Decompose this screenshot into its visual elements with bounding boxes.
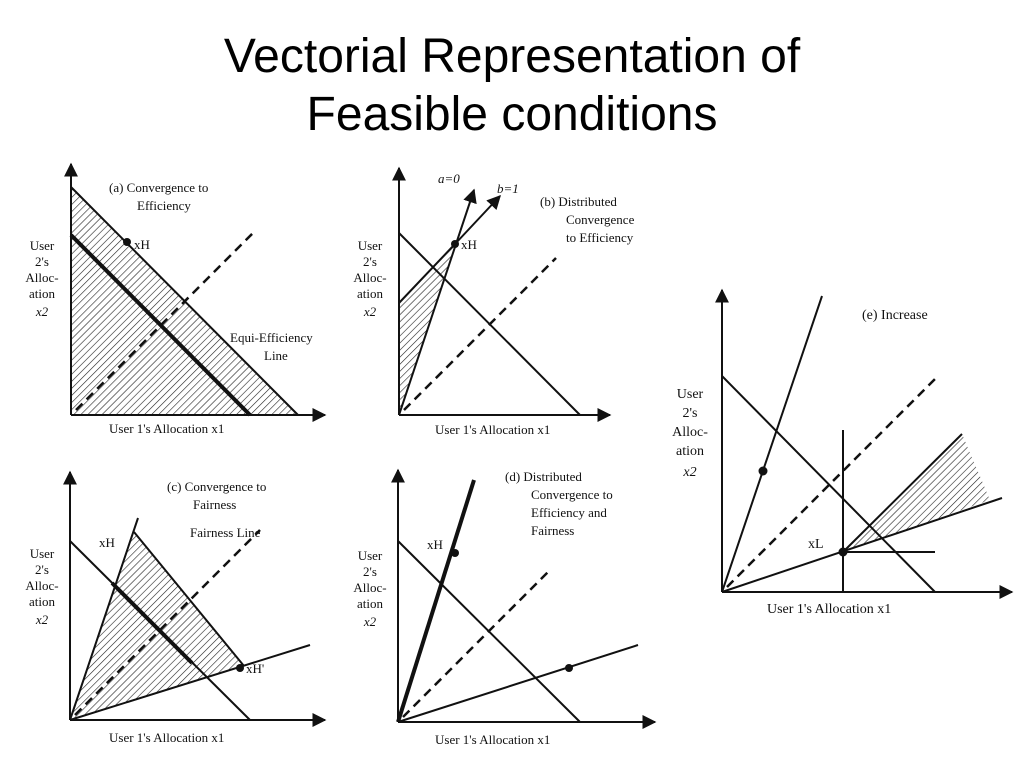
svg-text:x2: x2	[35, 612, 49, 627]
panel-c-fairness-label: Fairness Line	[190, 525, 261, 540]
panel-c-y-label: User 2's Alloc- ation x2	[25, 546, 58, 627]
panel-b-x-label: User 1's Allocation x1	[435, 422, 550, 437]
panel-d-x-label: User 1's Allocation x1	[435, 732, 550, 747]
panel-b: xH a=0 b=1 (b) Distributed Convergence t…	[353, 166, 635, 437]
panel-e-point-xL	[838, 547, 848, 557]
svg-text:Alloc-: Alloc-	[672, 425, 708, 440]
svg-text:x2: x2	[363, 304, 377, 319]
svg-text:ation: ation	[357, 286, 383, 301]
panel-d-point-xH	[451, 549, 459, 557]
panel-b-point-xH	[451, 240, 459, 248]
panel-d-point-2	[565, 664, 573, 672]
panel-a-caption-2: Efficiency	[137, 198, 191, 213]
panel-b-fairness-line	[403, 257, 557, 411]
panel-a: xH (a) Convergence to Efficiency Equi-Ef…	[25, 162, 327, 436]
panel-c-ray-lower	[69, 644, 311, 721]
panel-c-x-label: User 1's Allocation x1	[109, 730, 224, 745]
panel-a-point-label: xH	[134, 237, 150, 252]
slide-title: Vectorial Representation of Feasible con…	[0, 28, 1024, 144]
panel-e-y-label: User 2's Alloc- ation x2	[672, 387, 708, 480]
panel-c-point-1-label: xH	[99, 535, 115, 550]
panel-a-point-xH	[123, 238, 131, 246]
panel-c-point-2-label: xH'	[246, 661, 264, 676]
panel-a-fairness-line	[75, 229, 257, 411]
svg-text:User: User	[358, 238, 383, 253]
panel-a-y-label: User 2's Alloc- ation x2	[25, 238, 58, 319]
svg-text:Alloc-: Alloc-	[25, 578, 58, 593]
svg-text:Alloc-: Alloc-	[25, 270, 58, 285]
svg-text:ation: ation	[676, 444, 704, 459]
panel-d-ray-lower	[397, 644, 639, 723]
svg-text:User: User	[30, 546, 55, 561]
panel-c-caption-2: Fairness	[193, 497, 236, 512]
panel-b-ray-b-label: b=1	[497, 181, 519, 196]
panel-d-caption-4: Fairness	[531, 523, 574, 538]
panel-e-region-edge	[842, 433, 963, 553]
panel-e-feasible-region	[843, 434, 990, 552]
svg-text:x2: x2	[35, 304, 49, 319]
panel-c-region-edge	[133, 531, 245, 667]
svg-text:User: User	[358, 548, 383, 563]
panel-c-fairness-line	[74, 529, 261, 716]
panel-a-x-label: User 1's Allocation x1	[109, 421, 224, 436]
panel-d-y-label: User 2's Alloc- ation x2	[353, 548, 386, 629]
panel-e-point-label: xL	[808, 537, 824, 552]
title-line-2: Feasible conditions	[306, 88, 718, 141]
panel-d-caption-1: (d) Distributed	[505, 469, 582, 484]
panel-a-efficiency-line	[69, 233, 252, 417]
title-line-1: Vectorial Representation of	[223, 30, 801, 83]
svg-text:2's: 2's	[35, 562, 49, 577]
svg-text:2's: 2's	[363, 564, 377, 579]
svg-text:x2: x2	[363, 614, 377, 629]
panel-e-fairness-line	[726, 376, 938, 588]
panel-e-x-label: User 1's Allocation x1	[767, 602, 891, 617]
panel-d-ray-upper	[396, 479, 476, 723]
panel-e-point-upper	[758, 466, 768, 476]
panel-a-caption-1: (a) Convergence to	[109, 180, 208, 195]
panel-e-ray-upper	[721, 295, 823, 593]
panel-b-y-label: User 2's Alloc- ation x2	[353, 238, 386, 319]
panel-d-fairness-line	[402, 571, 549, 718]
panel-e: xL (e) Increase User 2's Alloc- ation x2…	[672, 288, 1014, 617]
panel-b-ray-a-label: a=0	[438, 171, 460, 186]
panel-e-ray-lower	[721, 497, 1003, 593]
panel-e-caption: (e) Increase	[862, 308, 928, 323]
panel-a-line-label-1: Equi-Efficiency	[230, 330, 313, 345]
panel-c-efficiency-segment	[110, 581, 194, 665]
panel-d-caption-3: Efficiency and	[531, 505, 607, 520]
svg-text:x2: x2	[682, 465, 696, 480]
panel-a-line-label-2: Line	[264, 348, 288, 363]
panel-b-caption-3: to Efficiency	[566, 230, 634, 245]
svg-text:Alloc-: Alloc-	[353, 270, 386, 285]
panel-d: xH (d) Distributed Convergence to Effici…	[353, 468, 657, 747]
svg-text:2's: 2's	[35, 254, 49, 269]
svg-text:ation: ation	[29, 594, 55, 609]
svg-text:Alloc-: Alloc-	[353, 580, 386, 595]
panel-b-ray-b1	[454, 194, 501, 245]
panel-b-point-label: xH	[461, 237, 477, 252]
panel-b-caption-2: Convergence	[566, 212, 635, 227]
svg-text:User: User	[677, 387, 704, 402]
panel-d-point-label: xH	[427, 537, 443, 552]
panel-c-caption-1: (c) Convergence to	[167, 479, 266, 494]
panel-b-ray-a0	[398, 188, 477, 416]
svg-text:2's: 2's	[363, 254, 377, 269]
panel-b-caption-1: (b) Distributed	[540, 194, 617, 209]
svg-text:ation: ation	[29, 286, 55, 301]
panel-c-ray-upper	[69, 517, 139, 721]
panel-c-point-xH-prime	[236, 664, 244, 672]
panel-e-efficiency-line	[721, 375, 936, 593]
svg-text:User: User	[30, 238, 55, 253]
panel-c: xH xH' (c) Convergence to Fairness Fairn…	[25, 470, 327, 745]
svg-text:2's: 2's	[683, 406, 698, 421]
svg-text:ation: ation	[357, 596, 383, 611]
panel-d-caption-2: Convergence to	[531, 487, 613, 502]
panel-b-region-edge	[398, 243, 456, 304]
